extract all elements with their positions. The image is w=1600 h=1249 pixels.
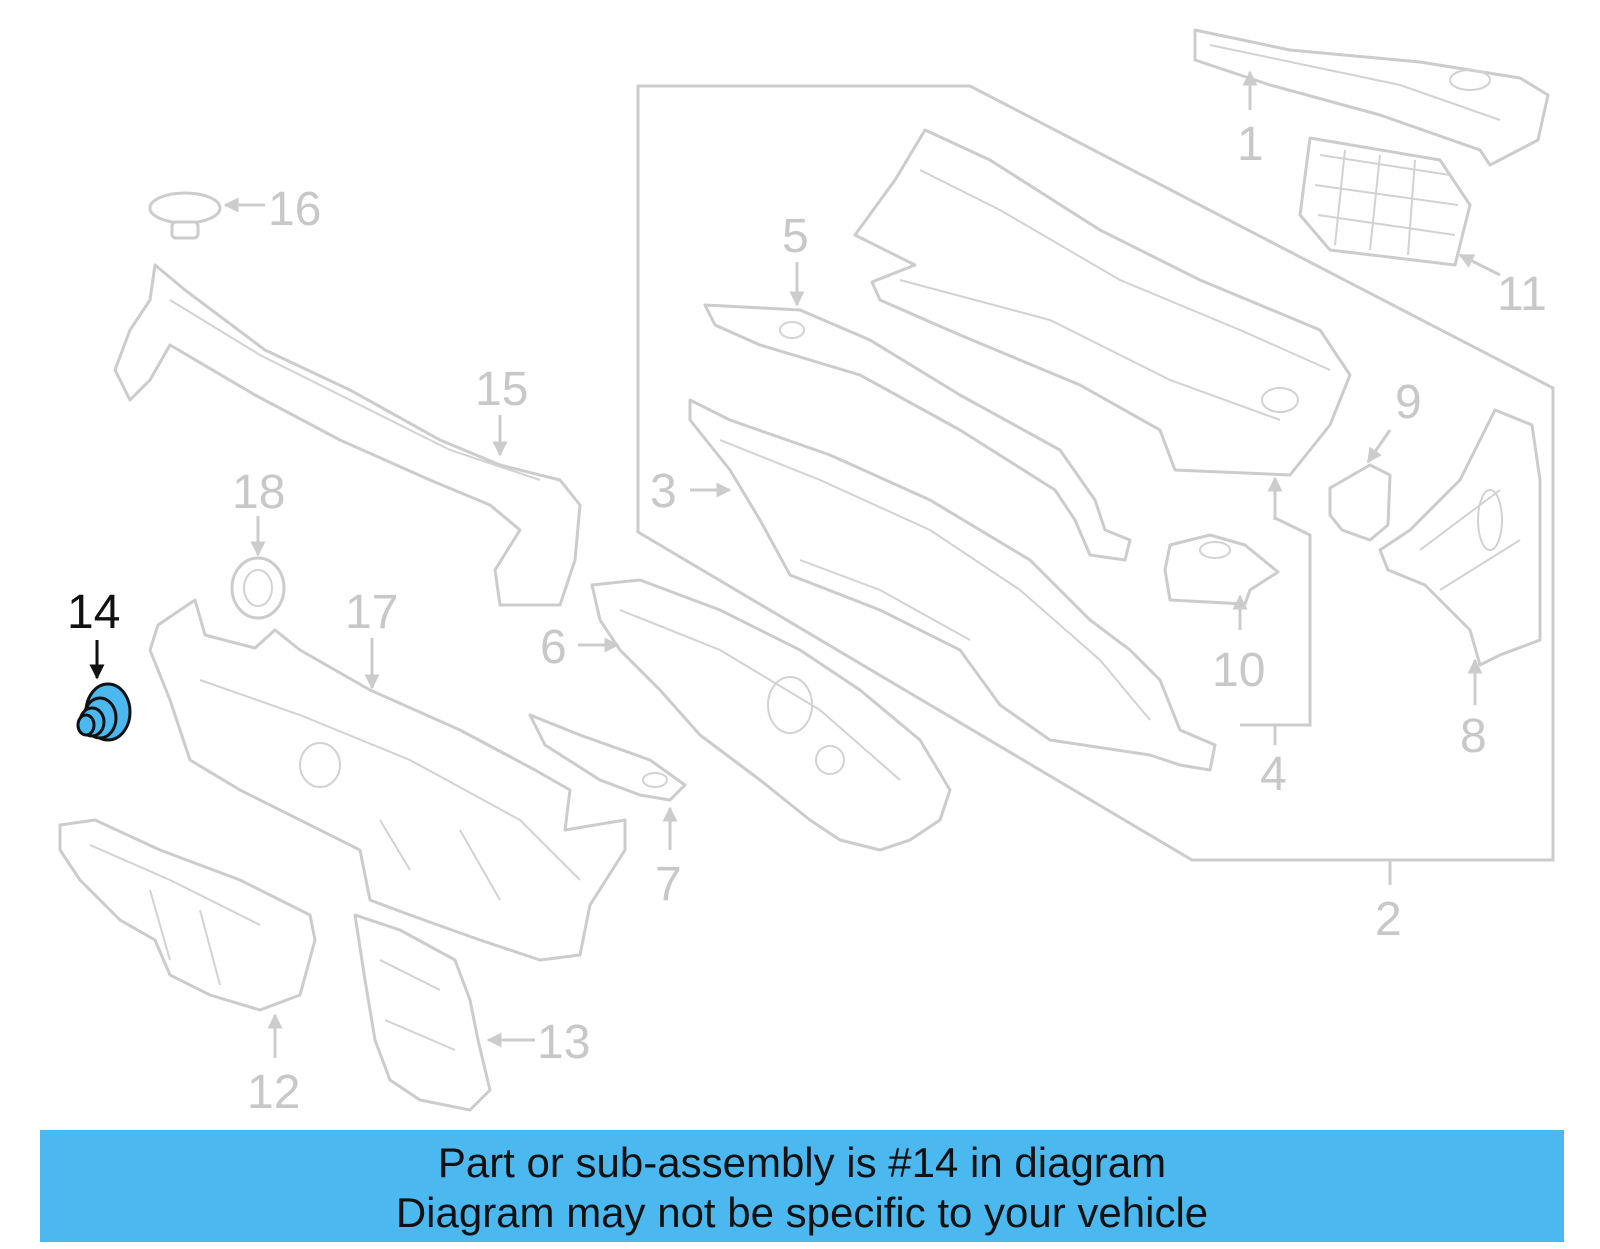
- callout-4: 4: [1260, 748, 1287, 801]
- callout-16: 16: [268, 183, 321, 236]
- part-7-bracket: [528, 713, 687, 802]
- callout-12: 12: [247, 1066, 300, 1119]
- callout-5: 5: [782, 210, 809, 263]
- callout-10: 10: [1212, 644, 1265, 697]
- callout-18: 18: [232, 466, 285, 519]
- part-17-insulator: [148, 598, 627, 962]
- callout-9: 9: [1395, 376, 1422, 429]
- part-11-grille: [1298, 136, 1472, 267]
- part-8-side-panel: [1378, 408, 1542, 667]
- callout-11: 11: [1497, 268, 1547, 321]
- callout-17: 17: [345, 586, 398, 639]
- part-1-cowl-strip: [1193, 28, 1550, 167]
- callout-8: 8: [1460, 710, 1487, 763]
- callout-14: 14: [67, 586, 120, 639]
- assembly-2-boundary: [636, 84, 1555, 862]
- callout-3: 3: [650, 465, 677, 518]
- part-18-grommet: [230, 556, 286, 620]
- callout-13: 13: [537, 1016, 590, 1069]
- part-15-upper-beam: [113, 263, 582, 607]
- part-12-lower-insulator: [58, 818, 317, 1012]
- part-5-cowl-bar: [703, 303, 1132, 562]
- callout-1: 1: [1237, 118, 1264, 171]
- part-16-plug: [148, 191, 222, 240]
- callout-7: 7: [655, 858, 682, 911]
- callout-2: 2: [1375, 893, 1402, 946]
- leader-11: [1458, 253, 1501, 277]
- part-3-dash-lower: [688, 398, 1217, 772]
- part-4-cowl-top: [853, 128, 1352, 477]
- callout-15: 15: [475, 363, 528, 416]
- banner-line-2: Diagram may not be specific to your vehi…: [395, 1189, 1209, 1236]
- banner-line-1: Part or sub-assembly is #14 in diagram: [437, 1139, 1167, 1186]
- callout-6: 6: [540, 621, 567, 674]
- part-14-clip-highlighted[interactable]: [76, 682, 132, 742]
- part-13-side-insulator: [353, 913, 492, 1112]
- part-9-bracket: [1328, 463, 1392, 542]
- part-10-mount: [1163, 533, 1280, 606]
- part-6-dash-upper: [590, 578, 952, 852]
- info-banner: Part or sub-assembly is #14 in diagram D…: [40, 1130, 1564, 1242]
- leader-9: [1366, 429, 1392, 464]
